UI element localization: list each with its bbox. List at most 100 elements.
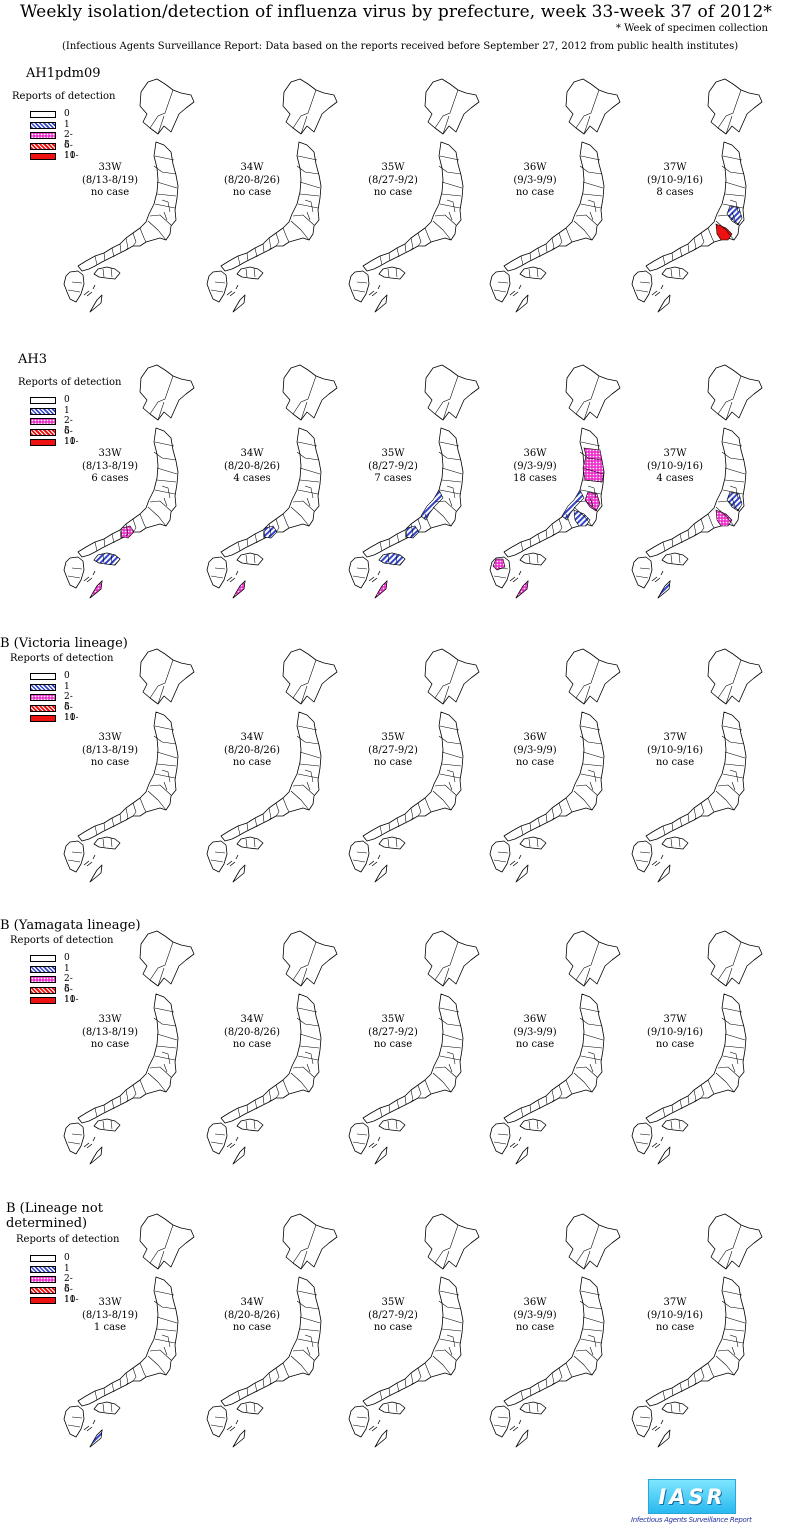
inset-marker [651, 860, 661, 867]
ogasawara-outline [92, 854, 96, 860]
shaded-region-tokai[interactable] [573, 509, 591, 527]
prefecture-border [352, 1424, 366, 1428]
prefecture-border [439, 1055, 461, 1061]
prefecture-border [725, 401, 733, 421]
japan-map-svg [348, 930, 480, 1165]
page-title: Weekly isolation/detection of influenza … [20, 2, 773, 22]
shaded-region-okinawa[interactable] [232, 580, 246, 599]
prefecture-border [417, 802, 422, 817]
prefecture-border [551, 1372, 555, 1386]
prefecture-border [253, 1119, 256, 1130]
week-label: 37W(9/10-9/16)no case [625, 1297, 725, 1335]
prefecture-border [237, 1107, 241, 1118]
shaded-region-okinawa[interactable] [89, 580, 103, 599]
case-count: no case [232, 1039, 272, 1050]
prefecture-border [156, 181, 178, 189]
prefecture-border [717, 784, 740, 796]
prefecture-border [528, 1120, 531, 1130]
prefecture-border [529, 1104, 532, 1114]
shikoku-outline [519, 1401, 547, 1415]
prefecture-border [448, 211, 453, 221]
prefecture-border [439, 1007, 460, 1013]
prefecture-border [635, 575, 649, 579]
prefecture-border [497, 281, 509, 284]
virus-title: B (Yamagata lineage) [0, 918, 141, 933]
prefecture-border [575, 500, 598, 512]
shaded-region-tokai[interactable] [715, 223, 733, 241]
prefecture-border [573, 220, 593, 241]
prefecture-border [404, 1378, 407, 1388]
iasr-logo: IASR [648, 1479, 736, 1514]
prefecture-border [254, 1382, 258, 1393]
kyushu-outline [631, 1405, 653, 1438]
inset-marker [368, 1142, 378, 1149]
prefecture-border [589, 211, 594, 221]
japan-map [466, 922, 626, 1172]
okinawa-outline [89, 864, 103, 883]
week-dates: (8/20-8/26) [223, 1309, 281, 1321]
shaded-region-hokuriku[interactable] [420, 489, 444, 521]
shaded-region-shikoku[interactable] [93, 552, 121, 566]
week-label: 36W(9/3-9/9)no case [485, 1014, 585, 1052]
shaded-region-tokai[interactable] [715, 509, 733, 527]
legend-label: 1 [64, 119, 70, 130]
prefecture-border [352, 575, 366, 579]
prefecture-border [687, 1095, 690, 1105]
prefecture-border [580, 1338, 602, 1344]
japan-map-svg [489, 930, 621, 1165]
legend-swatch [30, 1286, 56, 1294]
honshu-outline [220, 141, 322, 272]
japan-map-svg [631, 364, 763, 599]
prefecture-border [434, 941, 459, 981]
prefecture-border [587, 1051, 597, 1065]
shaded-region-okinawa[interactable] [89, 1429, 103, 1448]
shaded-region-okinawa[interactable] [374, 580, 388, 599]
prefecture-border [379, 255, 383, 266]
prefecture-border [67, 859, 81, 863]
okinawa-outline [374, 1146, 388, 1165]
prefecture-border [237, 541, 241, 552]
prefecture-border [387, 268, 390, 278]
prefecture-border [154, 155, 175, 161]
shaded-region-shikoku[interactable] [378, 552, 406, 566]
shaded-region-kanto[interactable] [726, 491, 743, 512]
okinawa-outline [89, 1146, 103, 1165]
prefecture-border [439, 203, 461, 209]
honshu-outline [362, 711, 464, 842]
prefecture-border [275, 232, 280, 247]
shaded-region-okinawa[interactable] [657, 580, 671, 599]
prefecture-border [551, 1089, 555, 1103]
shikoku-outline [661, 266, 689, 280]
shaded-region-kanto[interactable] [726, 205, 743, 226]
virus-title: B (Victoria lineage) [0, 636, 128, 651]
inset-marker [368, 576, 378, 583]
prefecture-border [139, 513, 147, 529]
prefecture-border [125, 237, 129, 251]
prefecture-border [715, 506, 735, 527]
okinawa-outline [657, 294, 671, 313]
shaded-region-okinawa[interactable] [515, 580, 529, 599]
prefecture-border [119, 529, 122, 539]
case-count: no case [232, 1322, 272, 1333]
prefecture-border [154, 441, 175, 447]
prefecture-border [434, 89, 459, 129]
week-number: 37W [663, 1297, 687, 1308]
prefecture-border [214, 1133, 226, 1136]
prefecture-border [731, 497, 736, 507]
prefecture-border [446, 199, 456, 213]
prefecture-border [536, 267, 539, 278]
shaded-region-tohoku[interactable] [582, 447, 605, 483]
shaded-region-hokuriku[interactable] [561, 489, 585, 521]
case-count: 8 cases [656, 187, 694, 198]
japan-map [40, 70, 200, 320]
shaded-region-kanto[interactable] [584, 491, 601, 512]
prefecture-border [210, 289, 224, 293]
prefecture-border [119, 243, 122, 253]
prefecture-border [536, 837, 539, 848]
prefecture-border [103, 1104, 106, 1114]
week-number: 34W [240, 1014, 264, 1025]
inset-marker [509, 1425, 519, 1432]
kyushu-outline [489, 840, 511, 873]
prefecture-border [551, 807, 555, 821]
prefecture-border [583, 401, 591, 421]
